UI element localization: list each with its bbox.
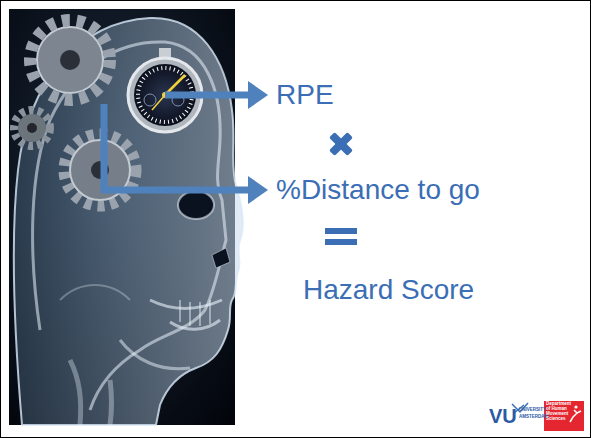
department-text: Department of Human Movement Sciences [546,402,570,422]
gear-lower [64,134,136,206]
arrowhead [248,176,268,204]
multiply-symbol [329,132,353,156]
arrow-to-distance [104,104,250,190]
logo-text: AMSTERDAM [519,415,548,420]
arrow-to-rpe [165,92,250,99]
leader-arrows [104,81,268,204]
logo-mark: VU [489,405,517,427]
university-logo [512,401,584,431]
gear-small [14,110,50,146]
stopwatch [128,48,202,132]
arrowhead [248,81,268,109]
gear-large [30,20,110,100]
label-text: RPE [276,80,334,111]
xray-head-illustration [9,9,243,425]
equals-symbol [325,228,357,245]
logo-text: UNIVERSITY [519,408,546,413]
label-text: Hazard Score [303,275,474,306]
label-text: %Distance to go [276,175,480,206]
